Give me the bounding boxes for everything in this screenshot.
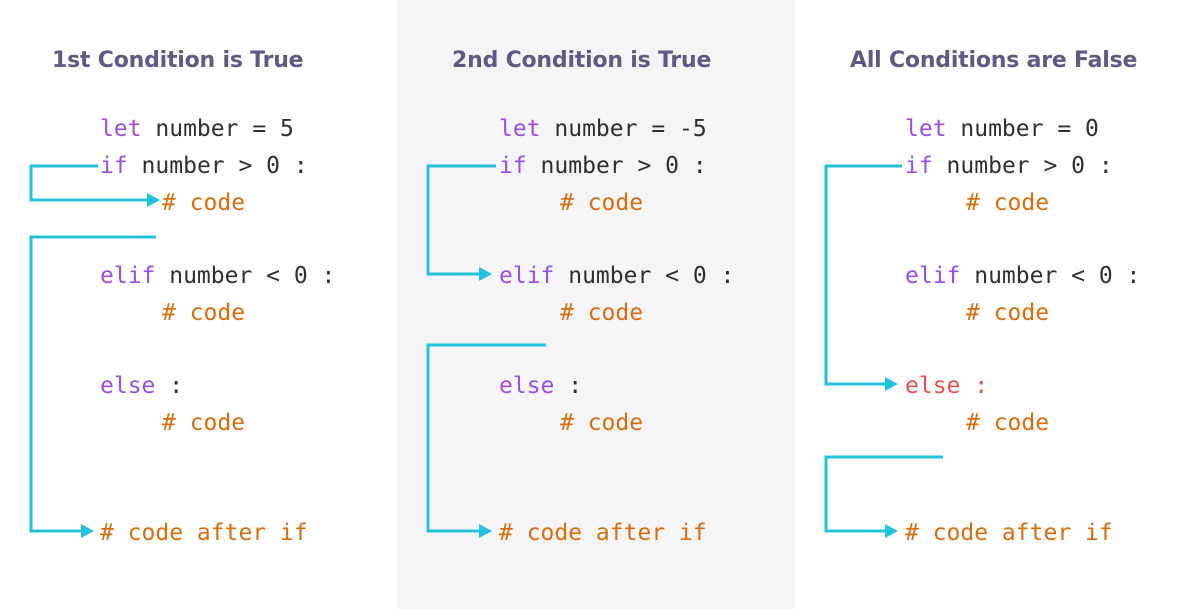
- let-statement: number = 0: [946, 116, 1099, 142]
- arrow-head-icon: [81, 524, 94, 538]
- let-statement: number = 5: [141, 116, 294, 142]
- else-colon: :: [960, 373, 989, 399]
- panel-1-arrow-if-to-body: [29, 164, 150, 202]
- elif-keyword: elif: [100, 263, 156, 289]
- elif-condition: number < 0 :: [554, 263, 735, 289]
- panel-2-title: 2nd Condition is True: [452, 48, 712, 73]
- panel-3-if-body: # code: [966, 190, 1050, 216]
- panel-3-line-elif: elif number < 0 :: [905, 261, 1140, 291]
- panel-3-arrow-exit-to-after: [824, 455, 943, 533]
- panel-2-arrow-if-to-elif: [426, 164, 496, 276]
- panel-3-arrow-if-to-else: [824, 164, 902, 386]
- panel-2-line-let: let number = -5: [499, 114, 707, 144]
- elif-condition: number < 0 :: [155, 263, 336, 289]
- panel-1-line-if: if number > 0 :: [100, 151, 308, 181]
- panel-2-code-after-if: # code after if: [499, 520, 707, 546]
- if-condition: number > 0 :: [127, 153, 308, 179]
- panel-3-title: All Conditions are False: [850, 48, 1138, 73]
- arrow-head-icon: [885, 377, 898, 391]
- panel-1-code-after-if: # code after if: [100, 520, 308, 546]
- if-condition: number > 0 :: [526, 153, 707, 179]
- panel-1-line-let: let number = 5: [100, 114, 294, 144]
- panel-2-if-body: # code: [560, 190, 644, 216]
- let-keyword: let: [499, 116, 541, 142]
- panel-2-line-else: else :: [499, 371, 582, 401]
- let-statement: number = -5: [540, 116, 707, 142]
- panel-2-else-body: # code: [560, 410, 644, 436]
- panel-3-line-if: if number > 0 :: [905, 151, 1113, 181]
- if-keyword: if: [905, 153, 933, 179]
- elif-keyword: elif: [905, 263, 961, 289]
- panel-1-line-else: else :: [100, 371, 183, 401]
- panel-2-elif-body: # code: [560, 300, 644, 326]
- panel-3-elif-body: # code: [966, 300, 1050, 326]
- arrow-head-icon: [885, 524, 898, 538]
- arrow-head-icon: [147, 193, 160, 207]
- panel-3-else-body: # code: [966, 410, 1050, 436]
- else-keyword: else: [499, 373, 555, 399]
- if-keyword: if: [499, 153, 527, 179]
- panel-1-line-elif: elif number < 0 :: [100, 261, 335, 291]
- panel-1-else-body: # code: [162, 410, 246, 436]
- panel-2-line-elif: elif number < 0 :: [499, 261, 734, 291]
- elif-keyword: elif: [499, 263, 555, 289]
- middle-panel-background: [397, 0, 795, 609]
- let-keyword: let: [905, 116, 947, 142]
- if-keyword: if: [100, 153, 128, 179]
- panel-1-title: 1st Condition is True: [52, 48, 304, 73]
- panel-1-arrow-exit-to-after: [29, 235, 156, 533]
- arrow-head-icon: [479, 524, 492, 538]
- else-keyword: else: [100, 373, 156, 399]
- else-colon: :: [554, 373, 583, 399]
- arrow-head-icon: [479, 267, 492, 281]
- panel-2-line-if: if number > 0 :: [499, 151, 707, 181]
- panel-1-elif-body: # code: [162, 300, 246, 326]
- elif-condition: number < 0 :: [960, 263, 1141, 289]
- else-colon: :: [155, 373, 184, 399]
- panel-1-if-body: # code: [162, 190, 246, 216]
- let-keyword: let: [100, 116, 142, 142]
- if-condition: number > 0 :: [932, 153, 1113, 179]
- panel-2-arrow-exit-to-after: [426, 343, 546, 533]
- panel-3-line-let: let number = 0: [905, 114, 1099, 144]
- panel-3-code-after-if: # code after if: [905, 520, 1113, 546]
- panel-3-line-else-highlighted: else :: [905, 371, 988, 401]
- else-keyword: else: [905, 373, 961, 399]
